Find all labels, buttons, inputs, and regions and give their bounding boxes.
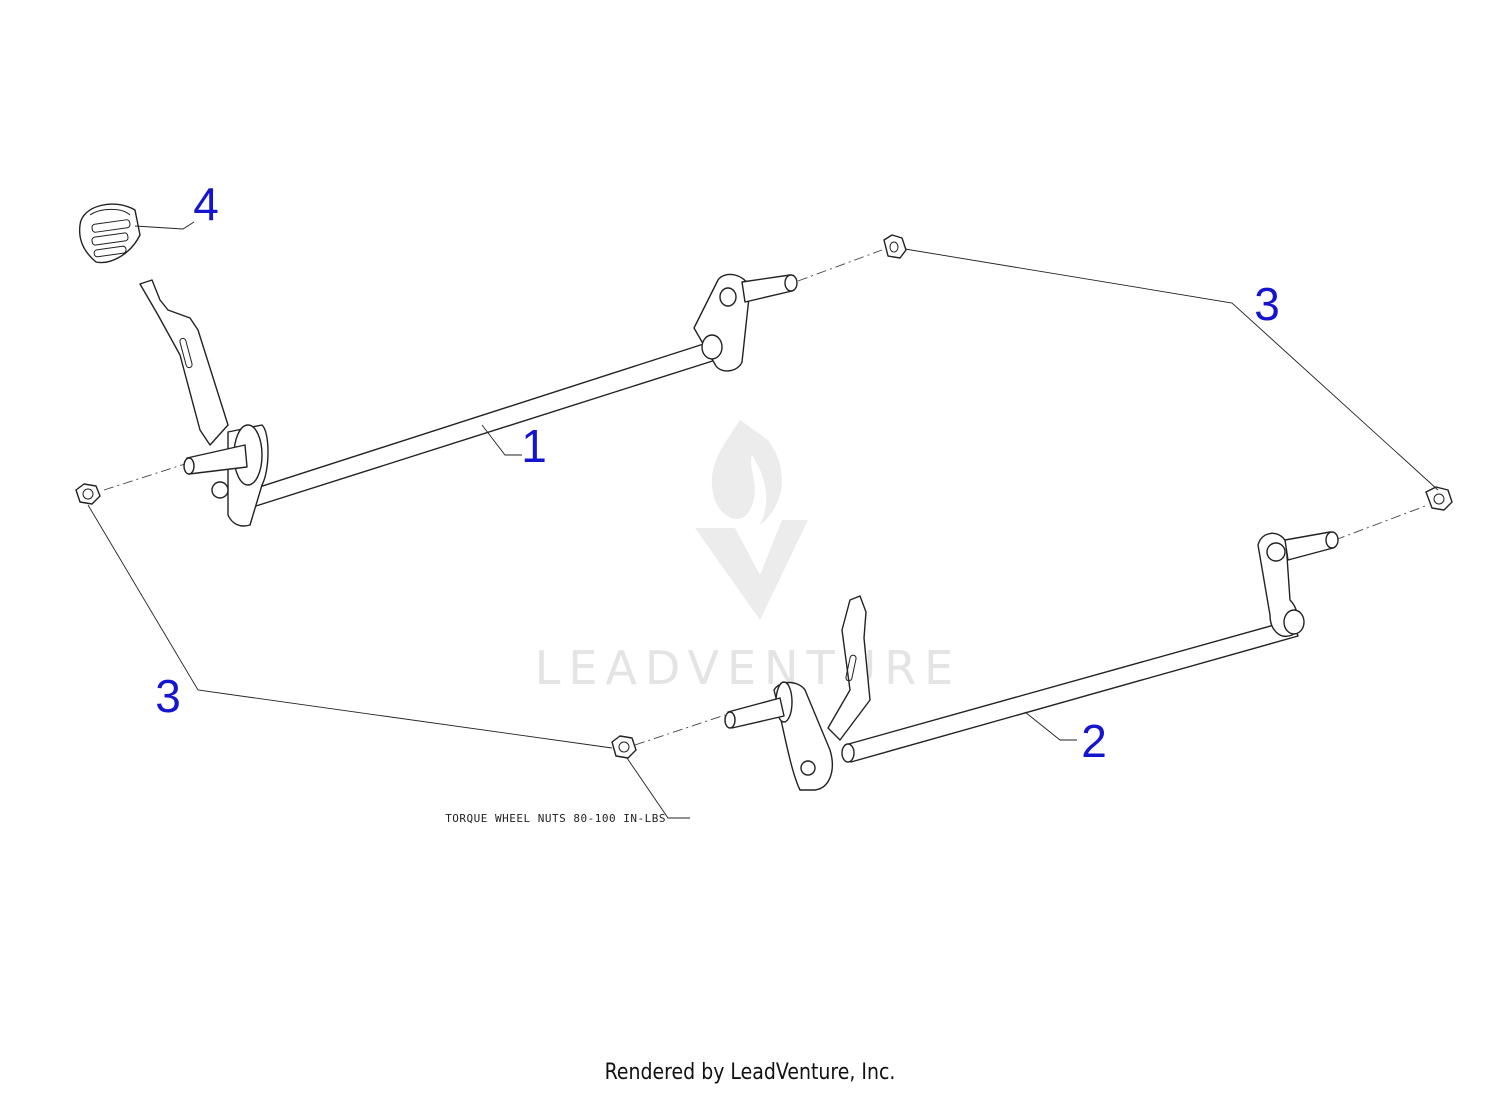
torque-note: TORQUE WHEEL NUTS 80-100 IN-LBS <box>445 812 666 825</box>
axis-line-bottom-nut <box>634 714 726 746</box>
axis-line-left-nut <box>103 462 189 491</box>
leader-line-2 <box>1024 711 1077 741</box>
wheel-nut-top <box>883 234 907 259</box>
wheel-nut-bottom <box>611 735 637 759</box>
callout-3-bottom: 3 <box>155 670 181 722</box>
leadventure-watermark-logo: LEADVENTURE <box>535 420 962 695</box>
leader-line-1 <box>481 424 522 456</box>
leader-line-4 <box>134 221 195 230</box>
pedal-pad-part-4 <box>78 203 141 264</box>
wheel-nut-left <box>75 483 101 505</box>
wheel-nut-right <box>1425 486 1453 511</box>
axis-line-right-nut <box>1334 504 1429 541</box>
axle-assembly-part-1 <box>139 273 798 527</box>
callout-2: 2 <box>1081 715 1107 767</box>
leader-line-3-top <box>904 248 1439 491</box>
callout-4: 4 <box>193 178 219 230</box>
watermark-text: LEADVENTURE <box>535 641 962 695</box>
leader-line-note <box>626 757 690 819</box>
callout-1: 1 <box>521 420 547 472</box>
axis-line-top-nut <box>797 249 883 282</box>
callout-3-top: 3 <box>1254 278 1280 330</box>
footer-credit: Rendered by LeadVenture, Inc. <box>604 1060 896 1085</box>
axle-assembly-part-2 <box>724 531 1339 791</box>
leader-line-3-bottom <box>87 504 613 749</box>
